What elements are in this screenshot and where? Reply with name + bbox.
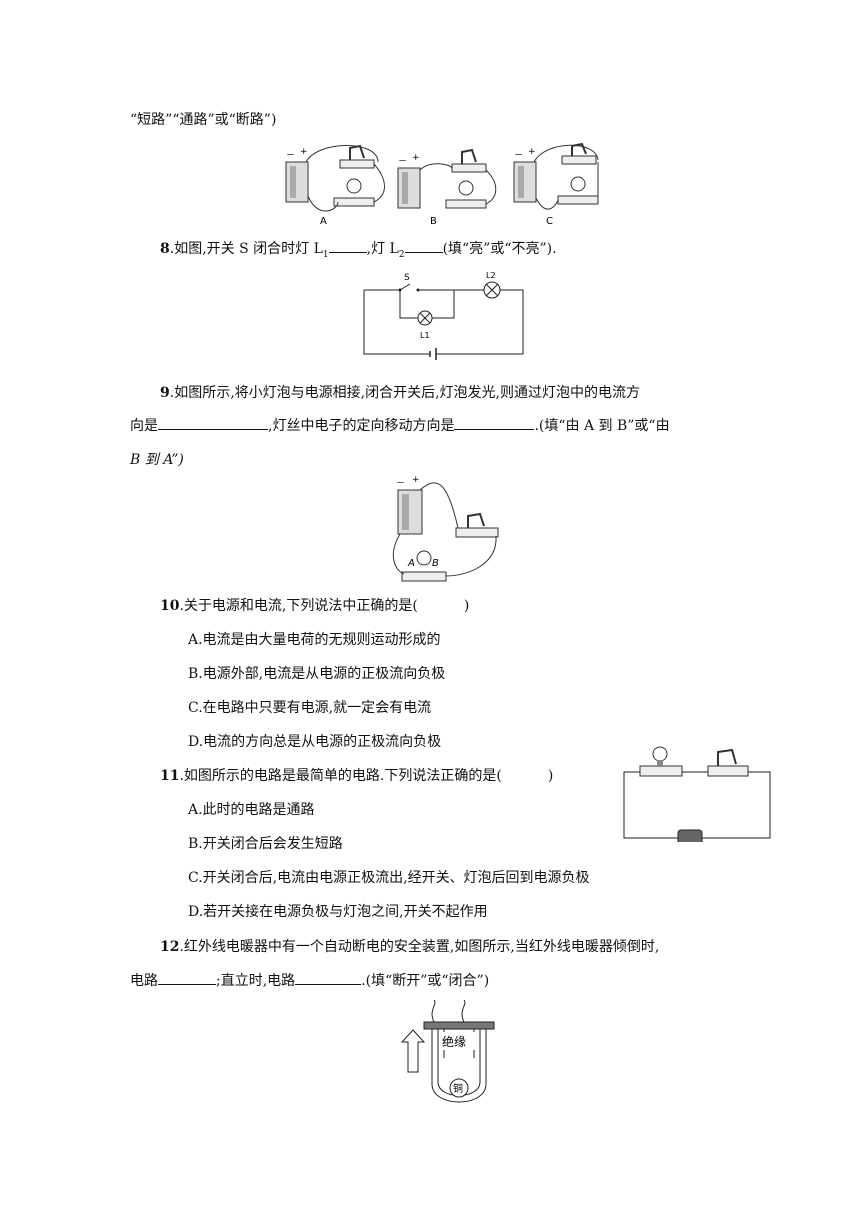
q8-number: 8 — [160, 241, 170, 257]
q9-line2-b: ,灯丝中电子的定向移动方向是 — [268, 418, 455, 434]
q12-fig-copper: 铜 — [453, 1083, 463, 1095]
q11-option-b[interactable]: B.开关闭合后会发生短路 — [188, 836, 343, 852]
q10-stem-text: .关于电源和电流,下列说法中正确的是( — [179, 598, 418, 614]
q9-fig-a: A — [407, 558, 415, 569]
q8-sub1: 1 — [322, 249, 329, 260]
q9-line2-a: 向是 — [130, 418, 158, 434]
q8-question: 8.如图,开关 S 闭合时灯 L1 ,灯 L2 (填“亮”或“不亮”). — [160, 238, 557, 265]
q10-option-a[interactable]: A.电流是由大量电荷的无规则运动形成的 — [188, 632, 441, 648]
q11-close: ) — [547, 768, 554, 784]
q12-number: 12 — [160, 939, 180, 955]
q9-fig-b: B — [432, 558, 439, 569]
q12-line2-c: .(填“断开”或“闭合”) — [361, 973, 490, 989]
q7-label-c: C — [546, 216, 553, 227]
q10-close: ) — [463, 598, 470, 614]
q7-label-a: A — [320, 216, 327, 227]
q9-blank-2[interactable] — [454, 415, 535, 430]
q9-line-1: 9.如图所示,将小灯泡与电源相接,闭合开关后,灯泡发光,则通过灯泡中的电流方 — [160, 383, 640, 403]
q12-line-1: 12.红外线电暖器中有一个自动断电的安全装置,如图所示,当红外线电暖器倾倒时, — [160, 937, 659, 957]
q12-fig-insulate: 绝缘 — [442, 1034, 466, 1049]
q7-circuit-b: － + B — [397, 148, 497, 227]
q8-text-a: .如图,开关 S 闭合时灯 L — [169, 241, 323, 257]
q9-number: 9 — [160, 385, 170, 401]
svg-text:－: － — [396, 479, 405, 489]
q8-blank-1[interactable] — [328, 238, 367, 253]
q8-circuit-diagram: S L2 L1 — [360, 268, 530, 372]
q7-tail-text: “短路”“通路”或“断路”) — [130, 112, 277, 128]
q7-label-b: B — [430, 216, 437, 227]
q11-option-a[interactable]: A.此时的电路是通路 — [188, 802, 315, 818]
svg-text:+: + — [528, 147, 536, 157]
q8-blank-2[interactable] — [404, 238, 443, 253]
q10-option-d[interactable]: D.电流的方向总是从电源的正极流向负极 — [188, 734, 442, 750]
q11-stem-text: .如图所示的电路是最简单的电路.下列说法正确的是( — [179, 768, 502, 784]
q8-fig-l2: L2 — [486, 271, 496, 280]
q11-stem: 11.如图所示的电路是最简单的电路.下列说法正确的是() — [160, 766, 553, 786]
q9-line2-c: .(填“由 A 到 B”或“由 — [534, 418, 670, 434]
q12-safety-device-figure: 绝缘 铜 — [398, 999, 498, 1114]
q12-line2-b: ;直立时,电路 — [216, 973, 296, 989]
q9-line1-text: .如图所示,将小灯泡与电源相接,闭合开关后,灯泡发光,则通过灯泡中的电流方 — [169, 385, 640, 401]
svg-text:－: － — [398, 157, 407, 167]
q10-stem: 10.关于电源和电流,下列说法中正确的是() — [160, 596, 469, 616]
q11-circuit-figure — [620, 742, 774, 846]
q11-option-d[interactable]: D.若开关接在电源负极与灯泡之间,开关不起作用 — [188, 904, 488, 920]
q12-line1-text: .红外线电暖器中有一个自动断电的安全装置,如图所示,当红外线电暖器倾倒时, — [179, 939, 660, 955]
q12-blank-2[interactable] — [295, 970, 362, 985]
svg-text:－: － — [286, 151, 295, 161]
q8-sub2: 2 — [398, 249, 405, 260]
q9-line-2: 向是 ,灯丝中电子的定向移动方向是 .(填“由 A 到 B”或“由 — [130, 415, 670, 436]
q10-number: 10 — [160, 598, 180, 614]
q8-fig-s: S — [404, 273, 410, 283]
q12-blank-1[interactable] — [158, 970, 216, 985]
svg-text:+: + — [412, 475, 420, 485]
q8-fig-l1: L1 — [420, 331, 430, 340]
q11-option-c[interactable]: C.开关闭合后,电流由电源正极流出,经开关、灯泡后回到电源负极 — [188, 870, 590, 886]
q8-text-b: ,灯 L — [366, 241, 399, 257]
q12-line2-a: 电路 — [130, 973, 158, 989]
q9-line-3: B 到 A”) — [130, 452, 184, 468]
svg-text:－: － — [514, 151, 523, 161]
q10-option-b[interactable]: B.电源外部,电流是从电源的正极流向负极 — [188, 666, 446, 682]
q9-blank-1[interactable] — [158, 415, 268, 430]
q7-circuit-a: － + A — [285, 144, 385, 227]
q11-number: 11 — [160, 768, 180, 784]
svg-text:+: + — [300, 147, 308, 157]
q10-option-c[interactable]: C.在电路中只要有电源,就一定会有电流 — [188, 700, 432, 716]
q8-text-c: (填“亮”或“不亮”). — [442, 241, 557, 257]
svg-text:+: + — [412, 153, 420, 163]
q7-figures: － + A － + B — [278, 140, 608, 234]
q9-circuit-figure: － + A B — [388, 474, 503, 590]
q12-line-2: 电路 ;直立时,电路 .(填“断开”或“闭合”) — [130, 970, 489, 991]
q7-circuit-c: － + C — [513, 142, 599, 227]
